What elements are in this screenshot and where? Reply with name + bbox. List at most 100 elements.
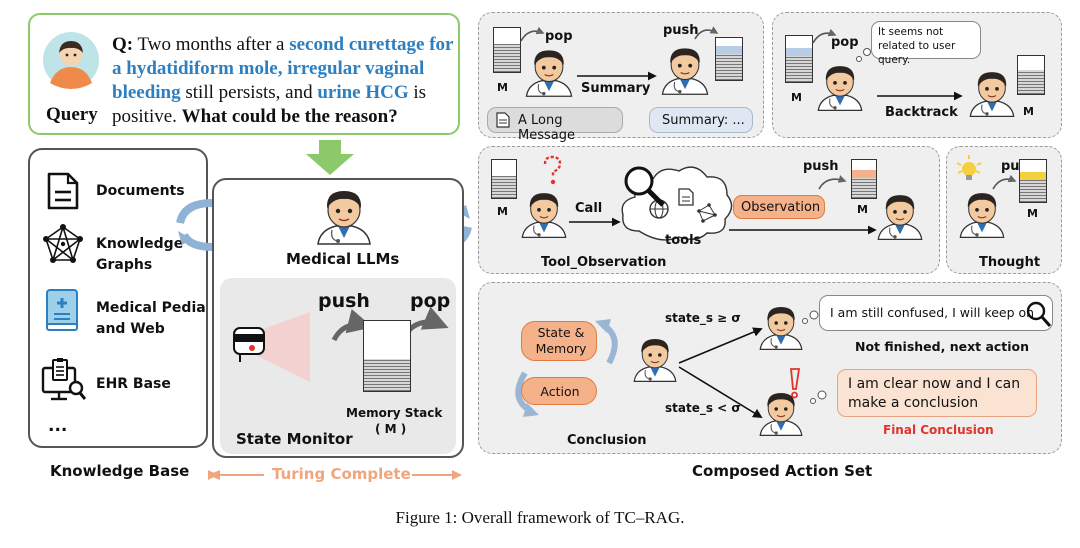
state-memory-box: State & Memory	[521, 321, 597, 361]
caption-dash: –	[635, 508, 645, 527]
thought-dots-bottom	[810, 390, 827, 404]
summary-push-arrow	[694, 26, 719, 40]
cond-lt-label: state_s < σ	[665, 401, 741, 415]
clear-now-bubble: I am clear now and I can make a conclusi…	[837, 369, 1037, 417]
long-message-text: A Long Message	[518, 113, 575, 143]
summary-doctor-1	[525, 49, 573, 97]
summary-pop-label: pop	[545, 29, 573, 44]
caption-end: .	[680, 508, 685, 527]
conclusion-doctor-center	[633, 338, 677, 382]
thought-push-arrow	[992, 174, 1017, 190]
query-seg3: is positive.	[112, 82, 427, 127]
knowledge-base-panel: Documents Knowledge Graphs Medical Pedia…	[28, 148, 208, 448]
thought-dots-top	[802, 310, 819, 324]
summary-m-label: M	[497, 81, 508, 94]
conclusion-action-panel: State & Memory Action state_s ≥ σ state_…	[478, 282, 1062, 454]
summary-result-box: Summary: ...	[649, 107, 753, 133]
patient-avatar-icon	[43, 32, 99, 89]
tools-label: tools	[665, 233, 702, 248]
backtrack-label: Backtrack	[885, 105, 958, 120]
backtrack-m-label-2: M	[1023, 105, 1034, 118]
query-seg1: Two months after a	[133, 34, 290, 55]
tool-push-arrow	[818, 175, 847, 190]
exclamation-icon	[790, 368, 801, 399]
question-mark-icon	[543, 155, 562, 185]
monitor-camera-icon	[233, 312, 310, 382]
monitor-push-label: push	[318, 290, 370, 312]
final-conclusion-label: Final Conclusion	[883, 423, 994, 437]
conclusion-doctor-top	[759, 306, 803, 350]
thought-doctor	[959, 192, 1005, 238]
medical-llms-label: Medical LLMs	[286, 250, 400, 268]
thought-stack	[1019, 159, 1047, 203]
turing-arrow	[208, 470, 462, 480]
memory-stack-label: Memory Stack	[346, 406, 443, 420]
lightbulb-icon	[956, 155, 982, 180]
backtrack-arrow	[877, 91, 963, 101]
summary-push-label: push	[663, 23, 699, 38]
observation-box: Observation	[733, 195, 825, 219]
conclusion-doctor-bottom	[759, 392, 803, 436]
observation-arrow	[729, 225, 877, 235]
knowledge-graph-icon	[43, 224, 83, 263]
turing-complete-label: Turing Complete	[272, 465, 411, 483]
memory-stack-m: ( M )	[375, 422, 407, 436]
medical-book-icon	[46, 289, 78, 331]
query-seg2: still persists, and	[180, 82, 318, 103]
caption-tc: TC	[614, 508, 636, 527]
summary-stack-after	[715, 37, 743, 81]
summary-pop-arrow	[520, 26, 545, 42]
query-highlight-1: second curettage for a hydatidiform mole…	[112, 34, 454, 103]
backtrack-stack-after	[1017, 55, 1045, 95]
thought-label: Thought	[979, 255, 1041, 270]
clear-now-text: I am clear now and I can make a conclusi…	[848, 376, 1021, 411]
backtrack-doctor-1	[817, 65, 863, 111]
figure-caption: Figure 1: Overall framework of TC–RAG.	[0, 508, 1080, 528]
still-confused-text: I am still confused, I will keep on	[830, 305, 1035, 320]
tool-doctor-1	[521, 192, 567, 238]
tool-push-label: push	[803, 159, 839, 174]
knowledge-base-title: Knowledge Base	[50, 462, 190, 480]
backtrack-action-panel: pop M It seems not related to user query…	[772, 12, 1062, 138]
backtrack-doctor-2	[969, 71, 1015, 117]
thought-action-panel: push M Thought	[946, 146, 1062, 274]
summary-arrow	[577, 71, 657, 81]
query-q-prefix: Q:	[112, 34, 134, 55]
monitor-pop-label: pop	[410, 290, 451, 312]
branch-arrows	[678, 327, 763, 418]
kb-item-ehr-base: EHR Base	[96, 376, 171, 392]
not-finished-label: Not finished, next action	[855, 339, 1030, 354]
medical-llm-doctor-icon	[317, 190, 371, 245]
backtrack-stack-before	[785, 35, 813, 83]
query-highlight-2: urine HCG	[317, 82, 409, 103]
center-panel: Medical LLMs push pop Memory Stack ( M )…	[212, 178, 464, 458]
observation-text: Observation	[741, 200, 821, 215]
caption-prefix: Figure 1: Overall framework of	[395, 508, 615, 527]
tools-cloud-icon	[621, 166, 733, 241]
conclusion-label: Conclusion	[567, 433, 647, 448]
tool-observation-label: Tool_Observation	[541, 255, 667, 270]
kb-item-medical-pedia: Medical Pedia and Web	[96, 300, 206, 337]
query-text: Q: Two months after a second curettage f…	[112, 33, 458, 129]
tool-doctor-2	[877, 194, 923, 240]
tool-call-arrow	[569, 217, 621, 227]
summary-stack-before	[493, 27, 521, 73]
state-monitor-label: State Monitor	[236, 430, 353, 448]
backtrack-m-label-1: M	[791, 91, 802, 104]
summary-label: Summary	[581, 81, 651, 96]
kb-item-knowledge-graphs: Knowledge Graphs	[96, 236, 184, 273]
tool-stack-before	[491, 159, 517, 199]
search-icon	[1026, 301, 1052, 327]
tool-observation-panel: M Call tools Observation push M To	[478, 146, 940, 274]
summary-result-text: Summary: ...	[662, 113, 745, 128]
tool-call-label: Call	[575, 201, 603, 216]
tool-m-label: M	[497, 205, 508, 218]
query-label: Query	[46, 104, 98, 125]
thought-m-label: M	[1027, 207, 1038, 220]
state-memory-text: State & Memory	[535, 325, 587, 356]
long-message-box: A Long Message	[487, 107, 623, 143]
state-monitor-panel: push pop Memory Stack ( M ) State Monito…	[220, 278, 456, 454]
document-icon	[47, 172, 79, 210]
action-text: Action	[540, 384, 580, 399]
summary-doctor-2	[661, 47, 709, 95]
